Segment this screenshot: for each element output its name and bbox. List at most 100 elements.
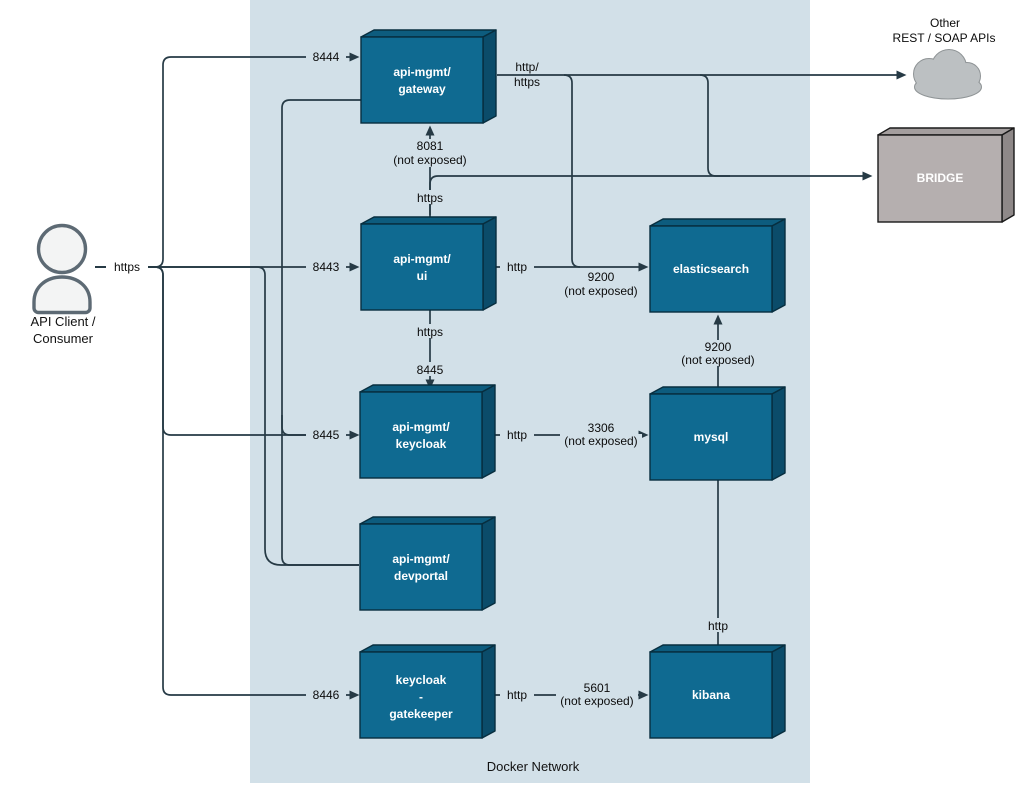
- gatekeeper-kibana-note-label: (not exposed): [560, 694, 633, 708]
- cube-top-face: [649, 218, 786, 227]
- cube-top-face: [649, 386, 786, 395]
- port-8444-label: 8444: [313, 50, 340, 64]
- person-icon: [32, 223, 92, 315]
- cube-front-face: [649, 651, 773, 739]
- node-ui-label-line2: ui: [417, 269, 428, 283]
- label-bg: [106, 259, 148, 273]
- label-bg: [577, 421, 625, 434]
- ui-keycloak-port-label: 8445: [417, 363, 444, 377]
- cube-top-face: [877, 127, 1015, 136]
- label-bg: [389, 139, 471, 167]
- ui-keycloak-protocol-label: https: [417, 325, 443, 339]
- edge-client-devportal: [95, 266, 359, 566]
- label-bg: [306, 427, 346, 442]
- node-gatekeeper-label-line2: -: [419, 690, 423, 704]
- cube-right-face: [481, 516, 496, 611]
- cube-top-face: [649, 644, 786, 653]
- edge-cloudline-bridge-branch: [699, 74, 730, 177]
- keycloak-mysql-port-label: 3306: [588, 421, 615, 435]
- docker-network-label: Docker Network: [487, 759, 580, 774]
- cube-front-face: [359, 391, 483, 479]
- port-8445-label: 8445: [313, 428, 340, 442]
- label-bg: [500, 688, 534, 702]
- ui-es-protocol-label: http: [507, 260, 527, 274]
- label-bg: [500, 260, 534, 274]
- cube-top-face: [360, 29, 497, 38]
- node-kibana: kibana: [649, 644, 786, 739]
- kibana-es-protocol-label: http: [708, 619, 728, 633]
- node-mysql: mysql: [649, 386, 786, 481]
- person-head: [36, 223, 88, 275]
- node-elasticsearch-label: elasticsearch: [673, 262, 749, 276]
- edge-gateway-devportal-loop: [281, 99, 361, 566]
- node-gatekeeper-label-line3: gatekeeper: [389, 707, 453, 721]
- keycloak-mysql-protocol-label: http: [507, 428, 527, 442]
- cloud-label-line2: REST / SOAP APIs: [893, 31, 996, 45]
- keycloak-mysql-note-label: (not exposed): [564, 434, 637, 448]
- label-bg: [408, 324, 452, 338]
- cube-top-face: [359, 516, 496, 525]
- node-gateway-label-line1: api-mgmt/: [393, 65, 451, 79]
- label-bg: [306, 259, 346, 274]
- cube-front-face: [649, 393, 773, 481]
- gateway-cloud-protocol-line2: https: [514, 75, 540, 89]
- node-ui: api-mgmt/ ui: [360, 216, 497, 311]
- gateway-cloud-protocol-line1: http/: [515, 60, 539, 74]
- node-devportal-label-line1: api-mgmt/: [392, 552, 450, 566]
- label-bg: [560, 434, 642, 448]
- person-body: [32, 275, 92, 315]
- ui-gateway-note-label: (not exposed): [393, 153, 466, 167]
- cube-right-face: [481, 384, 496, 479]
- node-ui-label-line1: api-mgmt/: [393, 252, 451, 266]
- label-bg: [556, 694, 638, 708]
- node-gateway-label-line2: gateway: [398, 82, 446, 96]
- cube-right-face: [771, 644, 786, 739]
- cloud-icon: [913, 49, 982, 100]
- label-bg: [678, 353, 758, 366]
- node-mysql-label: mysql: [694, 430, 729, 444]
- edge-ui-bridge: [429, 171, 873, 215]
- actor-label-line2: Consumer: [33, 331, 94, 346]
- label-bg: [306, 687, 346, 702]
- label-bg: [573, 681, 621, 694]
- client-protocol-label: https: [114, 260, 140, 274]
- node-kibana-label: kibana: [692, 688, 730, 702]
- label-bg: [694, 340, 742, 353]
- node-gateway: api-mgmt/ gateway: [360, 29, 497, 124]
- ui-es-port-label: 9200: [588, 270, 615, 284]
- node-keycloak-label-line2: keycloak: [396, 437, 447, 451]
- ui-gateway-protocol-label: https: [417, 191, 443, 205]
- cloud-part: [954, 63, 980, 89]
- port-8443-label: 8443: [313, 260, 340, 274]
- cube-right-face: [482, 29, 497, 124]
- node-bridge: BRIDGE: [877, 127, 1015, 223]
- node-devportal: api-mgmt/ devportal: [359, 516, 496, 611]
- ui-gateway-port-label: 8081: [417, 139, 444, 153]
- cube-right-face: [481, 644, 496, 739]
- ui-es-note-label: (not exposed): [564, 284, 637, 298]
- bridge-label: BRIDGE: [917, 171, 964, 185]
- cube-top-face: [359, 644, 496, 653]
- kibana-es-port-label: 9200: [705, 340, 732, 354]
- label-bg: [410, 362, 450, 376]
- gatekeeper-kibana-protocol-label: http: [507, 688, 527, 702]
- label-bg: [500, 428, 534, 442]
- port-8446-label: 8446: [313, 688, 340, 702]
- actor-label-line1: API Client /: [30, 314, 95, 329]
- cube-right-face: [771, 218, 786, 313]
- cube-top-face: [359, 384, 496, 393]
- node-devportal-label-line2: devportal: [394, 569, 448, 583]
- cube-front-face: [359, 523, 483, 611]
- node-elasticsearch: elasticsearch: [649, 218, 786, 313]
- node-keycloak: api-mgmt/ keycloak: [359, 384, 496, 479]
- node-gatekeeper: keycloak - gatekeeper: [359, 644, 496, 739]
- cube-right-face: [771, 386, 786, 481]
- cloud-label-line1: Other: [930, 16, 960, 30]
- cube-front-face: [877, 134, 1003, 223]
- kibana-es-note-label: (not exposed): [681, 353, 754, 367]
- edge-gateway-keycloak-merge: [281, 415, 312, 436]
- cube-front-face: [649, 225, 773, 313]
- label-bg: [306, 49, 346, 64]
